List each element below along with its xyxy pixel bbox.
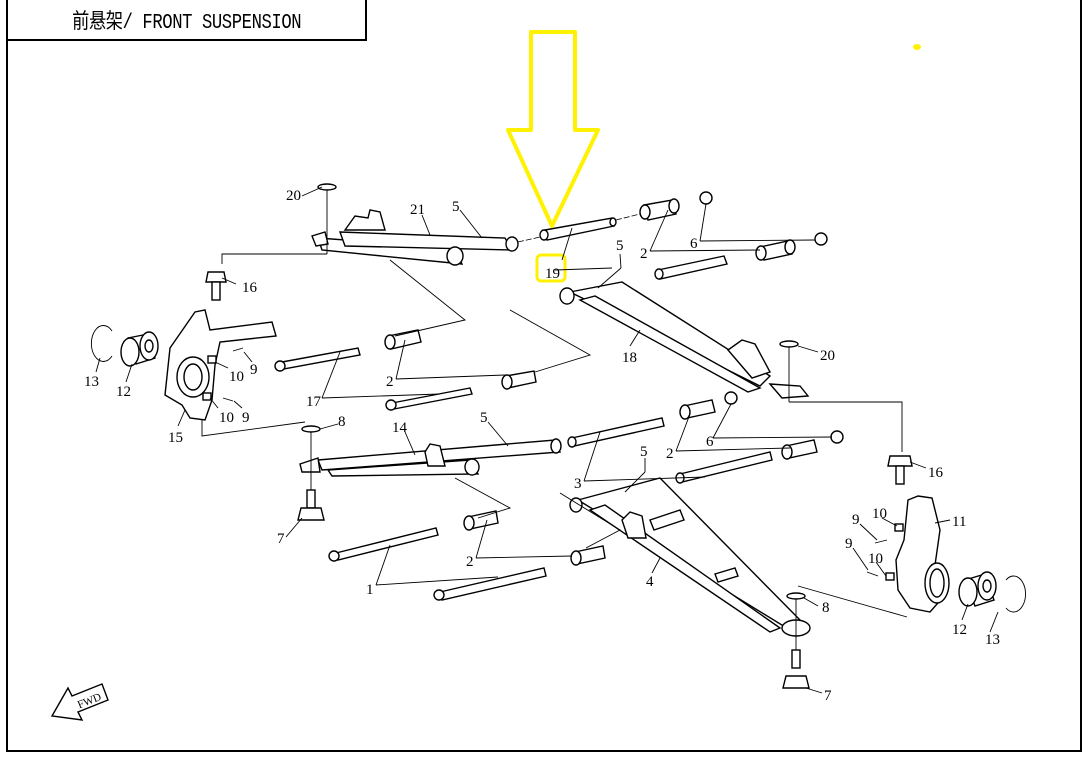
ball-joint-7-right [782,649,810,689]
upper-arm-right-18 [559,281,810,399]
part-label-7a: 7 [277,531,285,547]
part-label-16a: 16 [242,280,258,296]
ball-joint-16-right [887,455,913,485]
part-label-8b: 8 [822,600,830,616]
bushing-2-upper-a [639,198,680,221]
cotter-pin-9-left-b [222,397,234,402]
nut-6-upper-b [814,232,828,246]
part-label-3: 3 [574,476,582,492]
part-label-4: 4 [646,574,654,590]
washer-20-right [779,340,799,348]
part-label-15: 15 [168,430,183,446]
part-label-13b: 13 [985,632,1000,648]
part-label-5b: 5 [616,238,624,254]
page-title: 前悬架/ FRONT SUSPENSION [71,11,302,35]
part-label-10b: 10 [219,410,234,426]
bolt-3-a [567,417,665,448]
steering-knuckle-left-15 [164,309,277,421]
part-label-12b: 12 [952,622,967,638]
bolt-1-a [328,527,439,562]
lower-arm-left-14 [299,438,562,477]
part-label-9d: 9 [845,536,853,552]
nut-6-lower-a [724,391,738,405]
title-box: 前悬架/ FRONT SUSPENSION [6,0,367,41]
part-label-14: 14 [392,420,408,436]
bushing-2-mid-a [384,329,422,350]
nut-10-right-b [885,572,895,581]
part-label-2b: 2 [386,374,394,390]
cotter-pin-9-right-a [874,539,888,544]
fwd-direction-arrow: FWD [50,683,109,721]
ball-joint-16-left [205,271,227,301]
nut-6-lower-b [830,430,844,444]
circlip-13-right [1005,575,1026,613]
washer-8-left [301,425,321,433]
bushing-2-lower-a [679,399,716,420]
bushing-2-lower-b [781,439,818,460]
bearing-12-left [120,331,159,367]
bushing-2-low-b [570,545,606,566]
part-label-20b: 20 [820,348,835,364]
part-label-20a: 20 [286,188,301,204]
highlight-dot [913,44,921,50]
highlight-box-19 [535,253,567,283]
part-label-21: 21 [410,202,425,218]
part-label-18: 18 [622,350,637,366]
part-label-19: 19 [545,266,560,282]
part-label-12a: 12 [116,384,131,400]
ball-joint-7-left [297,489,325,521]
part-label-6a: 6 [690,236,698,252]
upper-arm-left-21 [311,209,519,266]
bolt-17-a [274,347,361,372]
part-label-9b: 9 [242,410,250,426]
washer-8-right [786,592,806,600]
part-label-5c: 5 [480,410,488,426]
bolt-17-b [385,387,473,411]
part-label-5d: 5 [640,444,648,460]
washer-20-left [317,183,337,191]
bolt-upper-second [654,255,728,280]
part-label-1: 1 [366,582,374,598]
cotter-pin-9-left-a [232,347,244,352]
part-label-8a: 8 [338,414,346,430]
bushing-2-low-a [463,510,499,531]
nut-10-left-b [202,392,212,401]
circlip-13-left [90,325,113,362]
part-label-16b: 16 [928,465,944,481]
bolt-19 [539,217,617,241]
part-label-13a: 13 [84,374,99,390]
part-label-2c: 2 [666,446,674,462]
part-label-10c: 10 [872,506,887,522]
nut-10-left-a [207,355,217,364]
part-label-10a: 10 [229,369,244,385]
bolt-1-b [433,567,547,601]
part-label-9a: 9 [250,362,258,378]
part-label-6b: 6 [706,434,714,450]
part-label-2d: 2 [466,554,474,570]
bushing-2-upper-b [755,239,796,261]
part-label-7b: 7 [824,688,832,704]
highlight-arrow [506,30,600,228]
part-label-2a: 2 [640,246,648,262]
part-label-11: 11 [952,514,966,530]
part-label-17: 17 [306,394,322,410]
leader-lines [95,186,999,694]
nut-10-right-a [894,523,904,532]
bushing-2-mid-b [501,370,537,390]
part-label-10d: 10 [868,551,883,567]
drawing-frame [6,0,1082,752]
steering-knuckle-right-11 [895,495,950,613]
bolt-3-b [675,451,773,484]
bearing-12-right [958,571,997,607]
part-label-9c: 9 [852,512,860,528]
lower-arm-right-4 [569,477,811,637]
cotter-pin-9-right-b [866,571,879,577]
part-label-5a: 5 [452,199,460,215]
nut-6-upper-a [699,191,713,205]
